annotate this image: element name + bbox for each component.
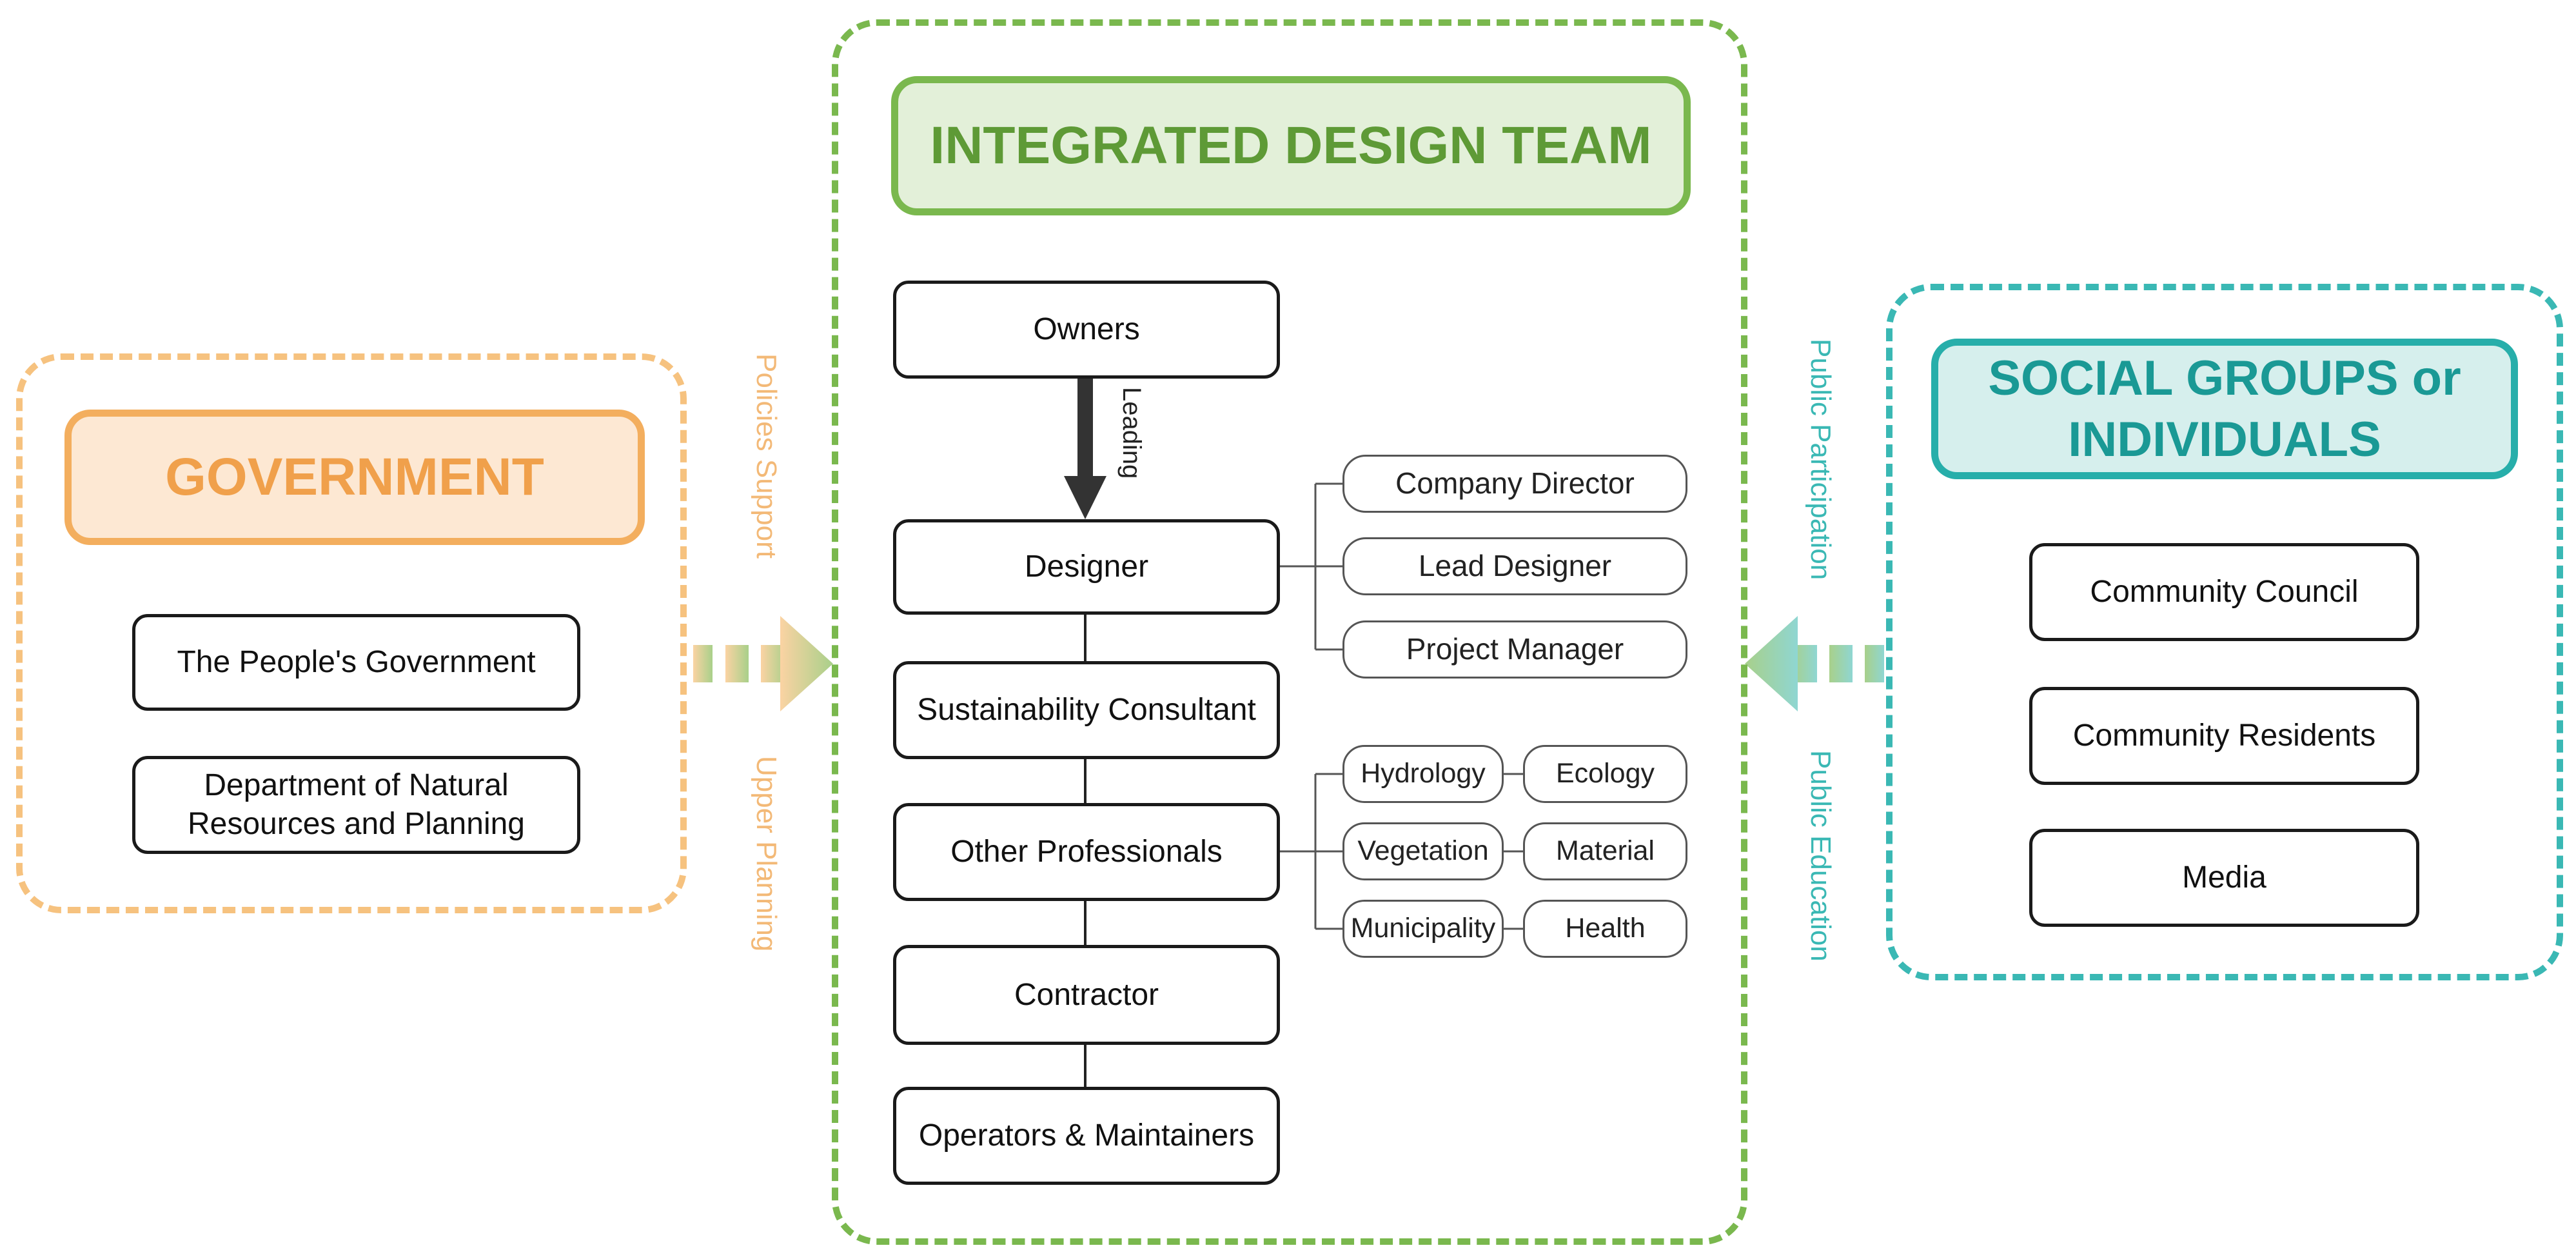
other-professionals-box: Other Professionals [893,803,1280,901]
dashed-arrow-left-icon [1745,616,1884,711]
policies-support-label: Policies Support [751,353,782,559]
public-participation-label: Public Participation [1805,339,1836,580]
social-groups-group [1886,284,2563,980]
government-group [16,353,687,913]
municipality-box: Municipality [1342,900,1504,958]
community-residents-box: Community Residents [2029,687,2419,785]
media-box: Media [2029,829,2419,927]
lead-designer-box: Lead Designer [1342,537,1687,595]
community-council-box: Community Council [2029,543,2419,641]
gov-peoples-government: The People's Government [132,614,580,711]
integrated-design-team-group [832,19,1747,1245]
hydrology-box: Hydrology [1342,745,1504,803]
leading-label: Leading [1117,387,1146,479]
integrated-design-team-title: INTEGRATED DESIGN TEAM [891,76,1691,215]
sustainability-consultant-box: Sustainability Consultant [893,661,1280,759]
upper-planning-label: Upper Planning [751,756,782,952]
health-box: Health [1523,900,1687,958]
professionals-bracket [1280,773,1523,930]
down-arrow-icon [1064,377,1106,519]
vegetation-box: Vegetation [1342,822,1504,880]
contractor-box: Contractor [893,945,1280,1045]
project-manager-box: Project Manager [1342,620,1687,679]
designer-bracket [1280,482,1342,651]
ecology-box: Ecology [1523,745,1687,803]
social-groups-title: SOCIAL GROUPS or INDIVIDUALS [1931,339,2518,479]
public-education-label: Public Education [1805,750,1836,962]
company-director-box: Company Director [1342,455,1687,513]
dashed-arrow-right-icon [693,616,833,711]
material-box: Material [1523,822,1687,880]
gov-natural-resources: Department of Natural Resources and Plan… [132,756,580,854]
owners-box: Owners [893,281,1280,379]
designer-box: Designer [893,519,1280,615]
government-title: GOVERNMENT [64,410,645,545]
operators-maintainers-box: Operators & Maintainers [893,1087,1280,1185]
